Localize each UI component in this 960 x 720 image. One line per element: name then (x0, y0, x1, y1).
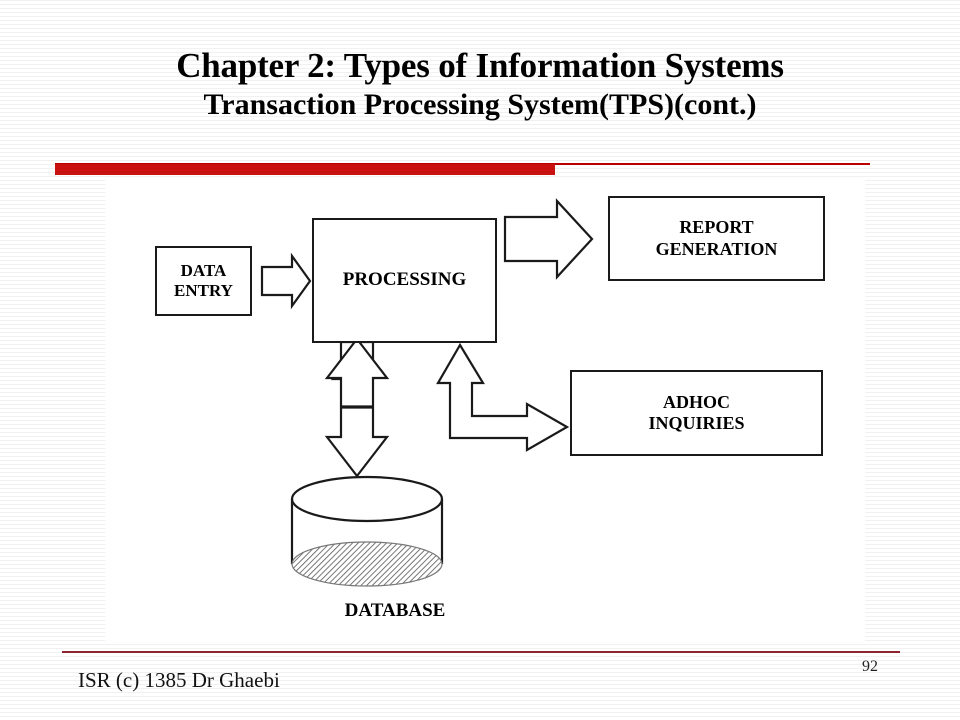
node-report-generation[interactable]: REPORT GENERATION (608, 196, 825, 281)
page-number: 92 (862, 658, 878, 675)
title-underline-thin (55, 163, 870, 165)
node-database-label: DATABASE (344, 600, 446, 621)
node-report-generation-label: REPORT GENERATION (655, 217, 778, 259)
node-adhoc-inquiries-label: ADHOC INQUIRIES (648, 391, 745, 433)
arrow-data-entry-to-processing (260, 252, 312, 310)
tps-diagram: DATA ENTRY PROCESSING REPORT GENERATION … (105, 179, 865, 644)
title-underline-thick (55, 164, 555, 175)
page-title: Chapter 2: Types of Information Systems (176, 46, 784, 85)
diagram-connectors (260, 198, 594, 587)
node-data-entry[interactable]: DATA ENTRY (155, 246, 252, 316)
node-data-entry-label: DATA ENTRY (174, 260, 233, 300)
node-adhoc-inquiries[interactable]: ADHOC INQUIRIES (570, 370, 823, 456)
arrow-processing-to-adhoc-elbow (436, 342, 570, 452)
slide-title-block: Chapter 2: Types of Information Systems … (0, 46, 960, 122)
database-cylinder-bottom-fill (291, 541, 443, 587)
page-subtitle: Transaction Processing System(TPS)(cont.… (203, 88, 757, 122)
node-processing[interactable]: PROCESSING (312, 218, 497, 343)
arrow-processing-to-report (503, 198, 594, 280)
footer-divider (62, 651, 900, 653)
database-cylinder-top (290, 475, 444, 523)
footer-credit: ISR (c) 1385 Dr Ghaebi (78, 668, 280, 692)
node-processing-label: PROCESSING (342, 269, 467, 291)
